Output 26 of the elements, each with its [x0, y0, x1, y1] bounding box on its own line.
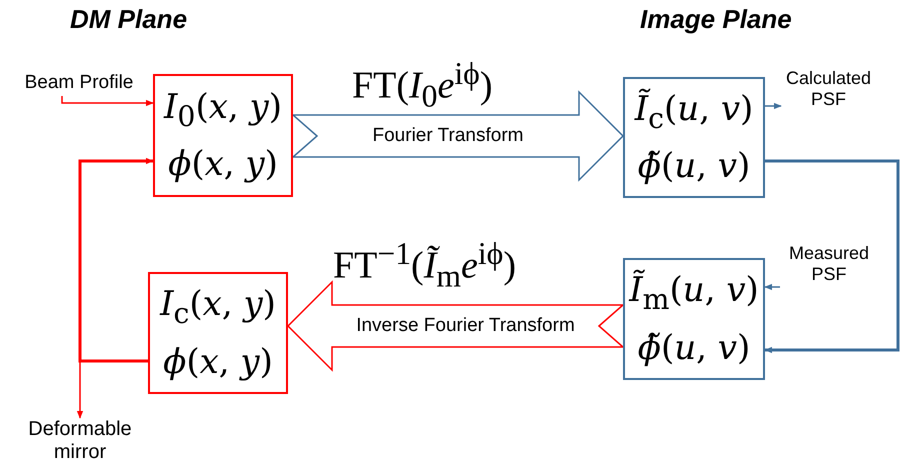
annotation-text: Deformable mirror [12, 418, 148, 472]
process-box [153, 74, 293, 197]
annotation-text: Measured PSF [780, 243, 878, 291]
math-expression: ϕ̃(u, v) [638, 326, 750, 370]
process-box [623, 258, 765, 380]
process-box [148, 272, 288, 394]
annotation-text: Beam Profile [6, 72, 152, 96]
arrow [78, 158, 154, 362]
arrow [76, 360, 148, 419]
plane-title: Image Plane [640, 4, 792, 35]
math-expression: FT$^{−1}$(Ĩ$_{m}$e$^{iϕ}$) [333, 236, 516, 294]
math-expression: I$_{c}$(x, y) [160, 283, 276, 332]
math-expression: ϕ̃(u, v) [638, 145, 750, 188]
arrow [764, 160, 900, 354]
annotation-text: Calculated PSF [781, 68, 876, 116]
process-box [623, 77, 765, 198]
math-expression: Ĩ$_{m}$(u, v) [629, 268, 759, 318]
math-expression: ϕ(x, y) [163, 340, 273, 384]
arrow [764, 284, 780, 290]
math-expression: ϕ(x, y) [168, 143, 278, 186]
math-expression: FT(I$_{0}$e$^{iϕ}$) [352, 56, 492, 114]
arrow [61, 96, 154, 106]
math-expression: Ĩ$_{c}$(u, v) [634, 88, 754, 136]
arrow [765, 102, 782, 110]
math-expression: I$_{0}$(x, y) [164, 86, 282, 134]
plane-title: DM Plane [70, 4, 188, 35]
